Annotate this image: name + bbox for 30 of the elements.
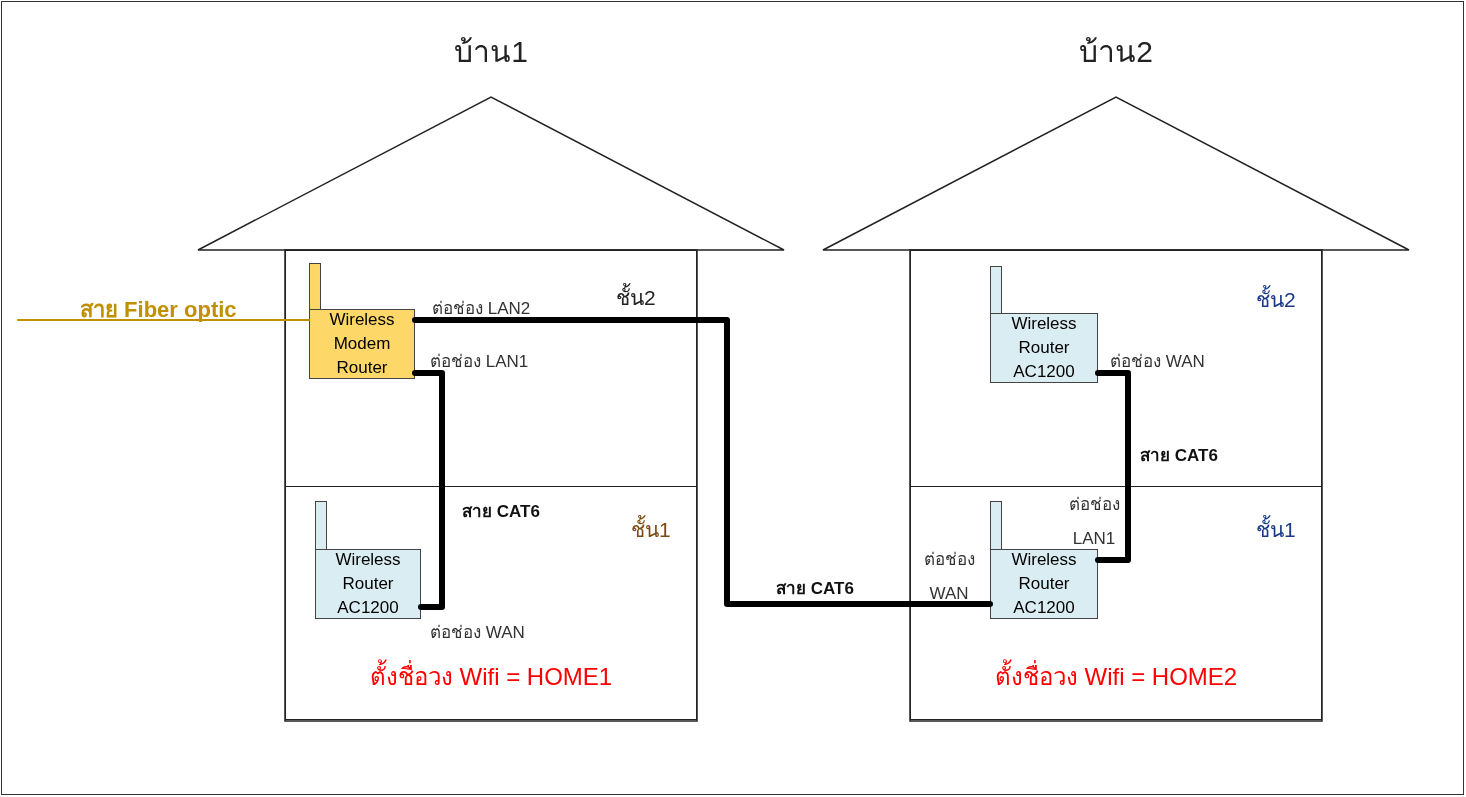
floor-box [285, 486, 697, 720]
port-label: ต่อช่อง LAN1 [1067, 494, 1121, 550]
edge-label: สาย CAT6 [1140, 445, 1218, 467]
router-box: Wireless Router AC1200 [315, 549, 421, 619]
port-label: ต่อช่อง LAN1 [430, 351, 529, 373]
router-box: Wireless Modem Router [309, 309, 415, 379]
edge-label: สาย CAT6 [462, 501, 540, 523]
house-title: บ้าน2 [1078, 34, 1154, 70]
port-label: ต่อช่อง WAN [430, 622, 525, 644]
router-box: Wireless Router AC1200 [990, 549, 1098, 619]
floor-label: ชั้น1 [1256, 513, 1296, 546]
floor-box [910, 486, 1322, 720]
floor-label: ชั้น2 [616, 281, 656, 314]
floor-label: ชั้น1 [631, 513, 671, 546]
cable-line [412, 370, 445, 610]
floor-box [910, 250, 1322, 487]
floor-label: ชั้น2 [1256, 283, 1296, 316]
port-label: ต่อช่อง LAN2 [432, 298, 531, 320]
edge-label: สาย Fiber optic [80, 296, 237, 324]
house-title: บ้าน1 [453, 34, 529, 70]
fiber-line [17, 319, 310, 321]
port-label: ต่อช่อง WAN [1110, 351, 1205, 373]
cable-line [1095, 370, 1131, 563]
cable-line [412, 317, 993, 607]
floor-box [285, 250, 697, 487]
port-label: ต่อช่อง WAN [922, 549, 976, 605]
edge-label: สาย CAT6 [776, 578, 854, 600]
wifi-name-note: ตั้งชื่อวง Wifi = HOME1 [286, 657, 696, 696]
wifi-name-note: ตั้งชื่อวง Wifi = HOME2 [911, 657, 1321, 696]
router-box: Wireless Router AC1200 [990, 313, 1098, 383]
